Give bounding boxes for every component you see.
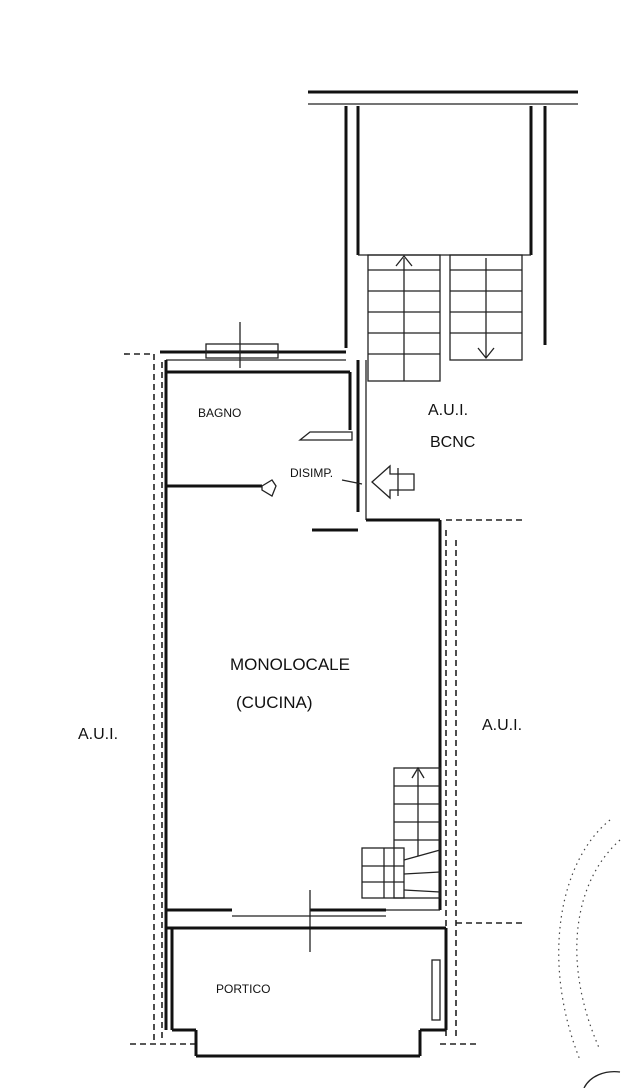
label-bcnc: BCNC xyxy=(430,434,475,451)
property-boundary xyxy=(124,353,522,1045)
window-bagno xyxy=(205,322,279,368)
neighbour-arc xyxy=(558,819,621,1088)
label-aui-right: A.U.I. xyxy=(482,717,522,734)
label-monolocale: MONOLOCALE xyxy=(230,655,350,674)
interior-staircase xyxy=(361,766,441,899)
upper-stair-block xyxy=(308,90,578,382)
stair-flight-down xyxy=(449,254,523,361)
entrance-arrow-icon xyxy=(371,464,415,500)
label-disimp: DISIMP. xyxy=(290,466,333,480)
walls xyxy=(160,322,448,1058)
label-portico: PORTICO xyxy=(216,982,270,996)
label-aui-top: A.U.I. xyxy=(428,402,468,419)
label-cucina: (CUCINA) xyxy=(236,693,313,712)
label-bagno: BAGNO xyxy=(198,406,241,420)
stair-flight-up xyxy=(367,254,441,382)
label-aui-left: A.U.I. xyxy=(78,726,118,743)
